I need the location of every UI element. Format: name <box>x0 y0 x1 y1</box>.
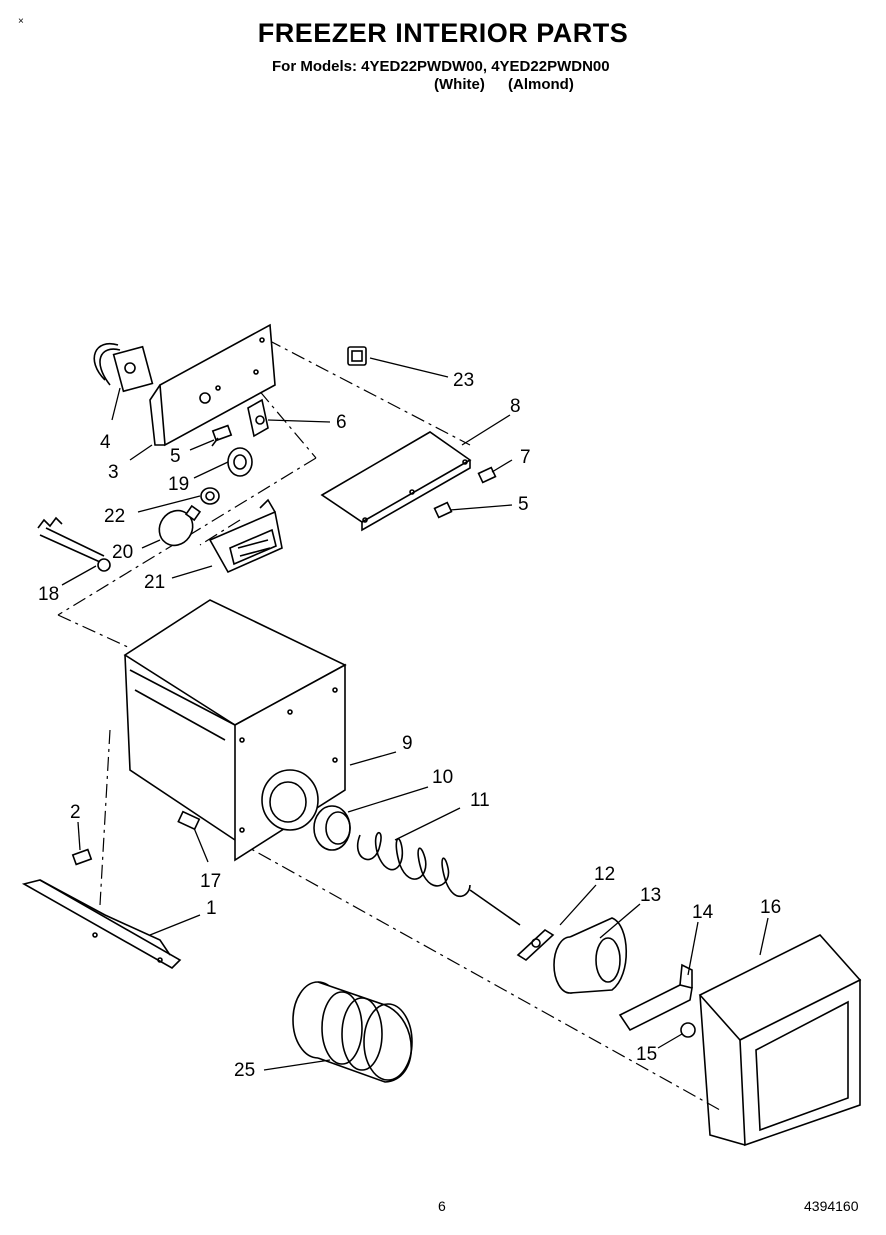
part-3-mounting-plate <box>149 323 276 447</box>
part-12-blade <box>516 928 555 962</box>
callout-1: 1 <box>206 898 217 919</box>
part-10-bushing <box>313 805 351 851</box>
part-22-ring <box>200 487 220 505</box>
callout-10: 10 <box>432 767 453 788</box>
part-5-screw-left <box>211 424 233 447</box>
callout-20: 20 <box>112 542 133 563</box>
callout-23: 23 <box>453 370 474 391</box>
callout-7: 7 <box>520 447 531 468</box>
part-25-cylinder <box>292 981 413 1083</box>
callout-11: 11 <box>470 790 490 811</box>
part-21-lamp-shield <box>208 498 283 574</box>
part-23-button <box>347 346 367 366</box>
callout-6: 6 <box>336 412 347 433</box>
part-15-nut <box>680 1022 696 1038</box>
callout-3: 3 <box>108 462 119 483</box>
callout-15: 15 <box>636 1044 657 1065</box>
callout-5-left: 5 <box>170 446 181 467</box>
callout-12: 12 <box>594 864 615 885</box>
part-18-probe <box>37 516 111 572</box>
part-16-container <box>698 934 862 1147</box>
document-number: 4394160 <box>804 1198 859 1214</box>
callout-16: 16 <box>760 897 781 918</box>
callout-18: 18 <box>38 584 59 605</box>
corner-mark: × <box>18 16 24 27</box>
callout-9: 9 <box>402 733 413 754</box>
page-title: FREEZER INTERIOR PARTS <box>257 18 629 48</box>
part-5-screw-right <box>433 501 453 519</box>
part-11-auger <box>357 831 521 926</box>
part-6-clip <box>247 398 269 438</box>
part-1-rail <box>21 879 182 969</box>
part-13-drum <box>553 917 628 994</box>
part-7-screw <box>477 466 497 484</box>
part-8-cover <box>320 431 472 532</box>
callout-22: 22 <box>104 506 125 527</box>
part-17-screw <box>177 810 201 831</box>
part-20-light-bulb <box>158 504 202 547</box>
callout-labels: 4 3 5 6 19 22 20 21 18 23 8 7 5 9 10 11 … <box>38 370 781 1081</box>
callout-21: 21 <box>144 572 165 593</box>
part-19-lamp-socket <box>227 447 253 477</box>
callout-19: 19 <box>168 474 189 495</box>
part-2-screw <box>71 848 93 866</box>
color-almond-label: (Almond) <box>508 76 574 93</box>
callout-14: 14 <box>692 902 714 923</box>
part-9-housing <box>123 599 347 862</box>
alignment-lines <box>57 339 721 1111</box>
page-number: 6 <box>438 1198 446 1214</box>
leader-lines <box>61 357 769 1071</box>
callout-4: 4 <box>100 432 111 453</box>
callout-2: 2 <box>70 802 81 823</box>
part-4-switch <box>93 342 154 393</box>
callout-25: 25 <box>234 1060 255 1081</box>
model-numbers: For Models: 4YED22PWDW00, 4YED22PWDN00 <box>272 58 610 75</box>
callout-17: 17 <box>200 871 221 892</box>
part-14-bracket <box>618 963 693 1032</box>
color-white-label: (White) <box>434 76 485 93</box>
callout-5-right: 5 <box>518 494 529 515</box>
callout-8: 8 <box>510 396 521 417</box>
callout-13: 13 <box>640 885 661 906</box>
